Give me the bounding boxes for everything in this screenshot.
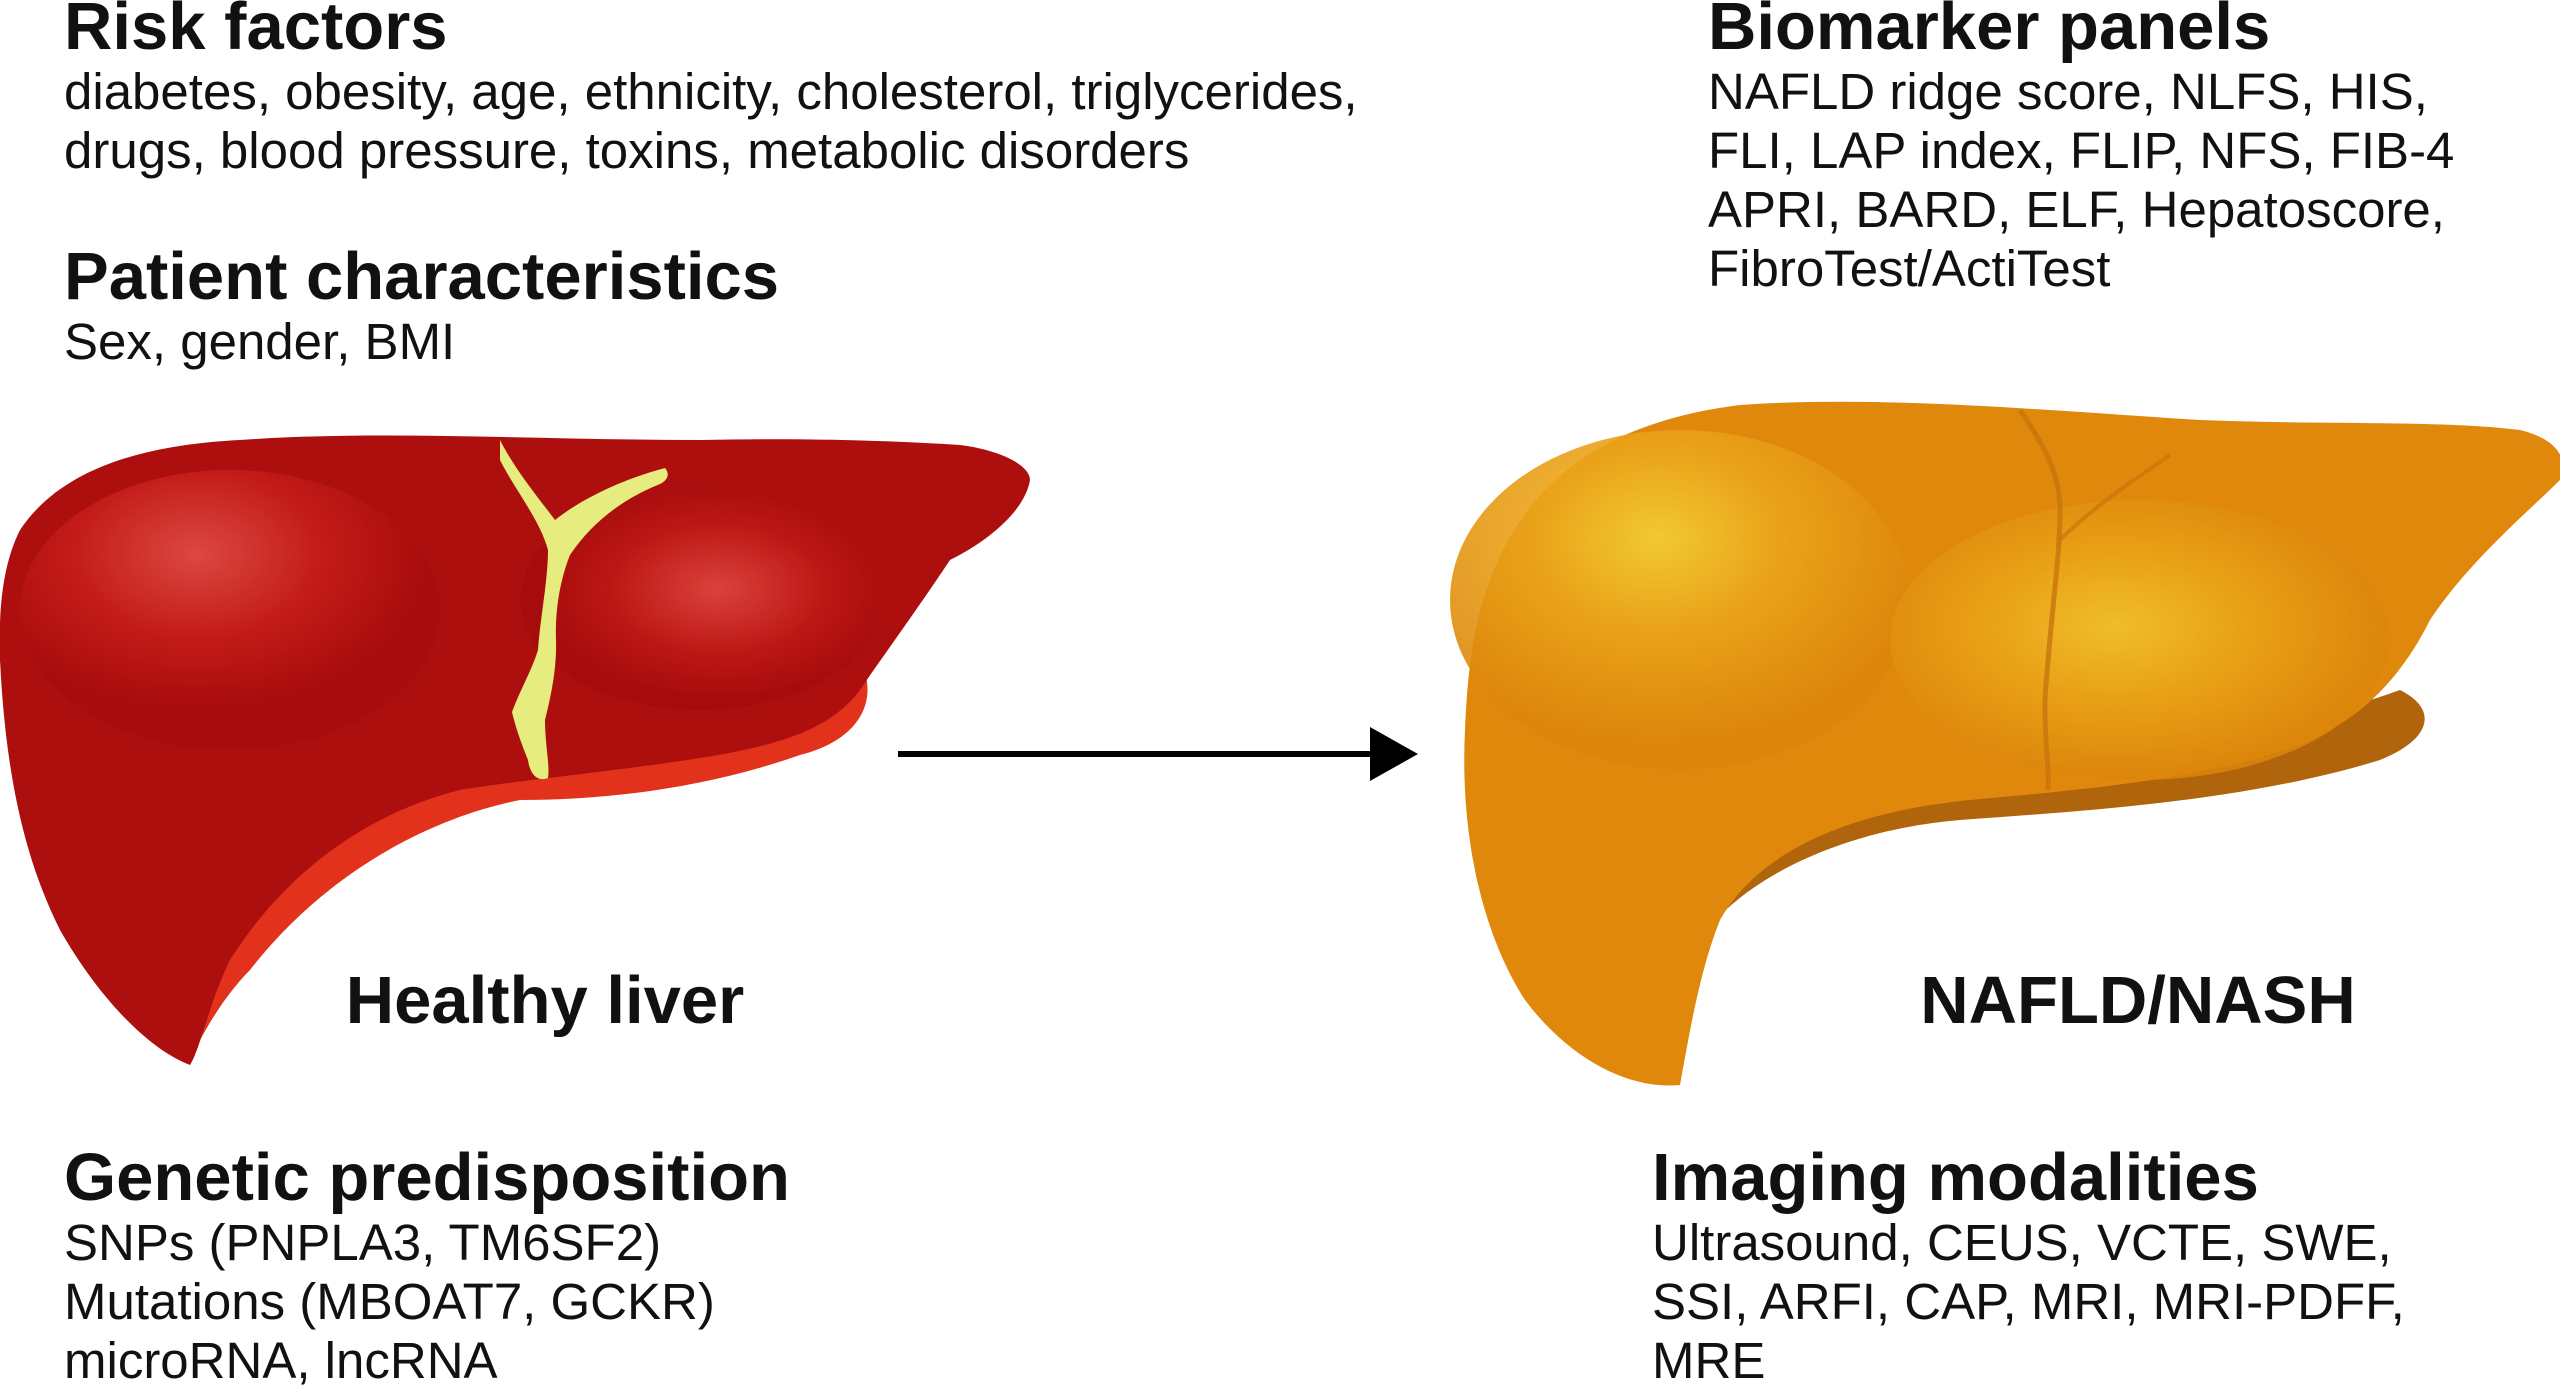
nafld-liver-label: NAFLD/NASH bbox=[1920, 963, 2355, 1038]
patient-characteristics-heading: Patient characteristics bbox=[64, 239, 780, 314]
risk-factors-line: diabetes, obesity, age, ethnicity, chole… bbox=[64, 63, 1358, 120]
nafld-liver-underside bbox=[1660, 690, 2425, 1080]
progression-arrow bbox=[898, 727, 1418, 781]
healthy-liver-label: Healthy liver bbox=[346, 963, 744, 1038]
genetic-predisposition-line: Mutations (MBOAT7, GCKR) bbox=[64, 1273, 715, 1330]
imaging-modalities-line: MRE bbox=[1652, 1332, 1766, 1389]
nafld-liver-left-highlight bbox=[1450, 430, 1910, 770]
imaging-modalities-heading: Imaging modalities bbox=[1652, 1140, 2259, 1215]
genetic-predisposition-heading: Genetic predisposition bbox=[64, 1140, 790, 1215]
patient-characteristics-section: Patient characteristics Sex, gender, BMI bbox=[64, 242, 779, 371]
nafld-liver-ligament bbox=[2058, 453, 2172, 542]
nafld-liver-right-highlight bbox=[1890, 500, 2390, 780]
nafld-liver: NAFLD/NASH bbox=[1450, 401, 2560, 1086]
arrow-head bbox=[1370, 727, 1418, 781]
biomarker-panels-line: NAFLD ridge score, NLFS, HIS, bbox=[1708, 63, 2428, 120]
genetic-predisposition-line: microRNA, lncRNA bbox=[64, 1332, 498, 1389]
risk-factors-section: Risk factors diabetes, obesity, age, eth… bbox=[64, 0, 1358, 180]
biomarker-panels-heading: Biomarker panels bbox=[1708, 0, 2271, 64]
nafld-liver-lobe-fissure bbox=[2017, 408, 2063, 791]
gallbladder-ligament bbox=[500, 440, 668, 780]
biomarker-panels-section: Biomarker panels NAFLD ridge score, NLFS… bbox=[1708, 0, 2454, 298]
risk-factors-line: drugs, blood pressure, toxins, metabolic… bbox=[64, 122, 1190, 179]
healthy-liver-right-highlight bbox=[520, 490, 880, 710]
biomarker-panels-line: APRI, BARD, ELF, Hepatoscore, bbox=[1708, 181, 2445, 238]
healthy-liver: Healthy liver bbox=[0, 435, 1030, 1065]
imaging-modalities-line: Ultrasound, CEUS, VCTE, SWE, bbox=[1652, 1214, 2392, 1271]
imaging-modalities-line: SSI, ARFI, CAP, MRI, MRI-PDFF, bbox=[1652, 1273, 2405, 1330]
biomarker-panels-line: FibroTest/ActiTest bbox=[1708, 240, 2111, 297]
patient-characteristics-line: Sex, gender, BMI bbox=[64, 313, 456, 370]
healthy-liver-left-highlight bbox=[20, 470, 440, 750]
genetic-predisposition-section: Genetic predisposition SNPs (PNPLA3, TM6… bbox=[64, 1143, 790, 1390]
biomarker-panels-line: FLI, LAP index, FLIP, NFS, FIB-4 bbox=[1708, 122, 2455, 179]
imaging-modalities-section: Imaging modalities Ultrasound, CEUS, VCT… bbox=[1652, 1143, 2405, 1390]
risk-factors-heading: Risk factors bbox=[64, 0, 448, 64]
genetic-predisposition-line: SNPs (PNPLA3, TM6SF2) bbox=[64, 1214, 662, 1271]
